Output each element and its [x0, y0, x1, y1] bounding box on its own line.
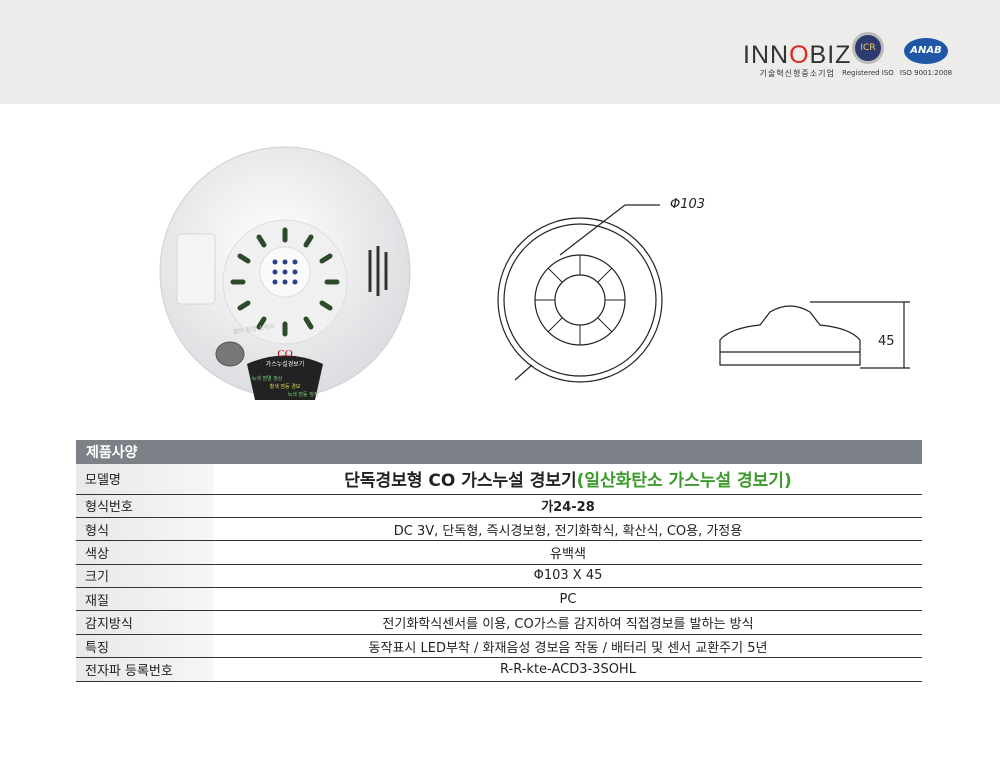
diameter-label: Φ103: [670, 197, 705, 212]
model-name: 단독경보형 CO 가스누설 경보기: [344, 471, 577, 492]
anab-caption: ISO 9001:2008: [899, 69, 953, 77]
icr-seal-icon: ICR: [852, 32, 884, 64]
row-value: 전기화학식센서를 이용, CO가스를 감지하여 직접경보를 발하는 방식: [214, 610, 922, 635]
anab-oval-icon: ANAB: [904, 38, 948, 64]
row-label: 색상: [76, 540, 214, 565]
row-value: 가24-28: [214, 494, 922, 518]
anab-logo: ANAB ISO 9001:2008: [898, 38, 954, 77]
table-row: 모델명 단독경보형 CO 가스누설 경보기(일산화탄소 가스누설 경보기): [76, 464, 922, 495]
icr-logo: ICR Registered ISO: [838, 32, 898, 77]
height-label: 45: [878, 334, 895, 349]
row-label: 형식: [76, 517, 214, 542]
row-value: PC: [214, 587, 922, 612]
spec-table: 제품사양 모델명 단독경보형 CO 가스누설 경보기(일산화탄소 가스누설 경보…: [76, 440, 922, 682]
led-label-alarm: 황색 점등 경보: [270, 383, 301, 390]
product-title-label: 가스누설경보기: [266, 360, 305, 368]
row-label: 크기: [76, 564, 214, 589]
row-label: 모델명: [76, 464, 214, 495]
led-label-stop: 녹색 점등 정지: [288, 391, 319, 398]
side-view-drawing: 45: [719, 301, 910, 369]
top-band: [0, 0, 1000, 104]
row-label: 전자파 등록번호: [76, 657, 214, 682]
innobiz-subtitle: 기술혁신형중소기업: [759, 69, 835, 78]
row-label: 재질: [76, 587, 214, 612]
innobiz-logo: INNOBIZ 기술혁신형중소기업: [743, 41, 852, 78]
row-value: 단독경보형 CO 가스누설 경보기(일산화탄소 가스누설 경보기): [214, 464, 922, 495]
row-value: 유백색: [214, 540, 922, 565]
spec-table-title: 제품사양: [76, 440, 922, 464]
model-name-sub: (일산화탄소 가스누설 경보기): [576, 471, 792, 492]
led-label-normal: 녹색 점멸 정상: [252, 375, 283, 382]
co-label: CO: [277, 348, 292, 360]
icr-caption: Registered ISO: [842, 69, 894, 77]
row-value: R-R-kte-ACD3-3SOHL: [214, 657, 922, 682]
top-view-drawing: Φ103: [497, 197, 705, 383]
row-label: 형식번호: [76, 494, 214, 518]
product-photo: CO 가스누설경보기 녹색 점멸 정상 황색 점등 경보 녹색 점등 정지 경지…: [159, 146, 411, 400]
row-value: 동작표시 LED부착 / 화재음성 경보음 작동 / 배터리 및 센서 교환주기…: [214, 634, 922, 659]
row-label: 감지방식: [76, 610, 214, 635]
row-value: DC 3V, 단독형, 즉시경보형, 전기화학식, 확산식, CO용, 가정용: [214, 517, 922, 542]
row-value: Φ103 X 45: [214, 564, 922, 589]
row-label: 특징: [76, 634, 214, 659]
